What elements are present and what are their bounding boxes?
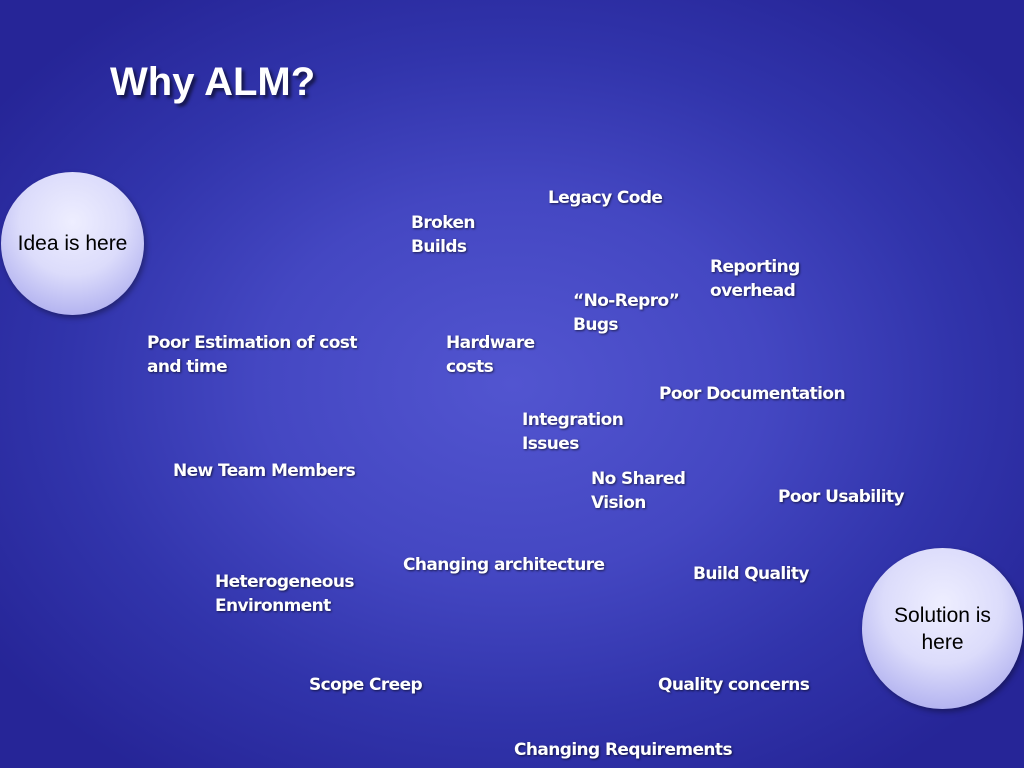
issue-heterogeneous-environment: Heterogeneous Environment bbox=[215, 572, 355, 616]
solution-circle: Solution is here bbox=[862, 548, 1023, 709]
issue-scope-creep: Scope Creep bbox=[309, 675, 423, 695]
issue-no-repro-bugs: “No-Repro” Bugs bbox=[573, 291, 680, 335]
issue-integration-issues: Integration Issues bbox=[522, 410, 624, 454]
issue-poor-usability: Poor Usability bbox=[778, 487, 905, 507]
idea-circle-label: Idea is here bbox=[17, 232, 128, 255]
issue-changing-requirements: Changing Requirements bbox=[514, 740, 733, 760]
issue-new-team-members: New Team Members bbox=[173, 461, 356, 481]
issue-broken-builds: Broken Builds bbox=[411, 213, 476, 257]
issue-reporting-overhead: Reporting overhead bbox=[710, 257, 800, 301]
issue-build-quality: Build Quality bbox=[693, 564, 809, 584]
slide-title: Why ALM? bbox=[110, 60, 316, 104]
issue-quality-concerns: Quality concerns bbox=[658, 675, 810, 695]
solution-circle-label: Solution is here bbox=[894, 603, 991, 654]
idea-circle: Idea is here bbox=[1, 172, 144, 315]
issue-changing-architecture: Changing architecture bbox=[403, 555, 605, 575]
issue-legacy-code: Legacy Code bbox=[548, 188, 663, 208]
issue-poor-estimation: Poor Estimation of cost and time bbox=[147, 333, 357, 377]
issue-poor-documentation: Poor Documentation bbox=[659, 384, 846, 404]
issue-hardware-costs: Hardware costs bbox=[446, 333, 535, 377]
issue-no-shared-vision: No Shared Vision bbox=[591, 469, 686, 513]
